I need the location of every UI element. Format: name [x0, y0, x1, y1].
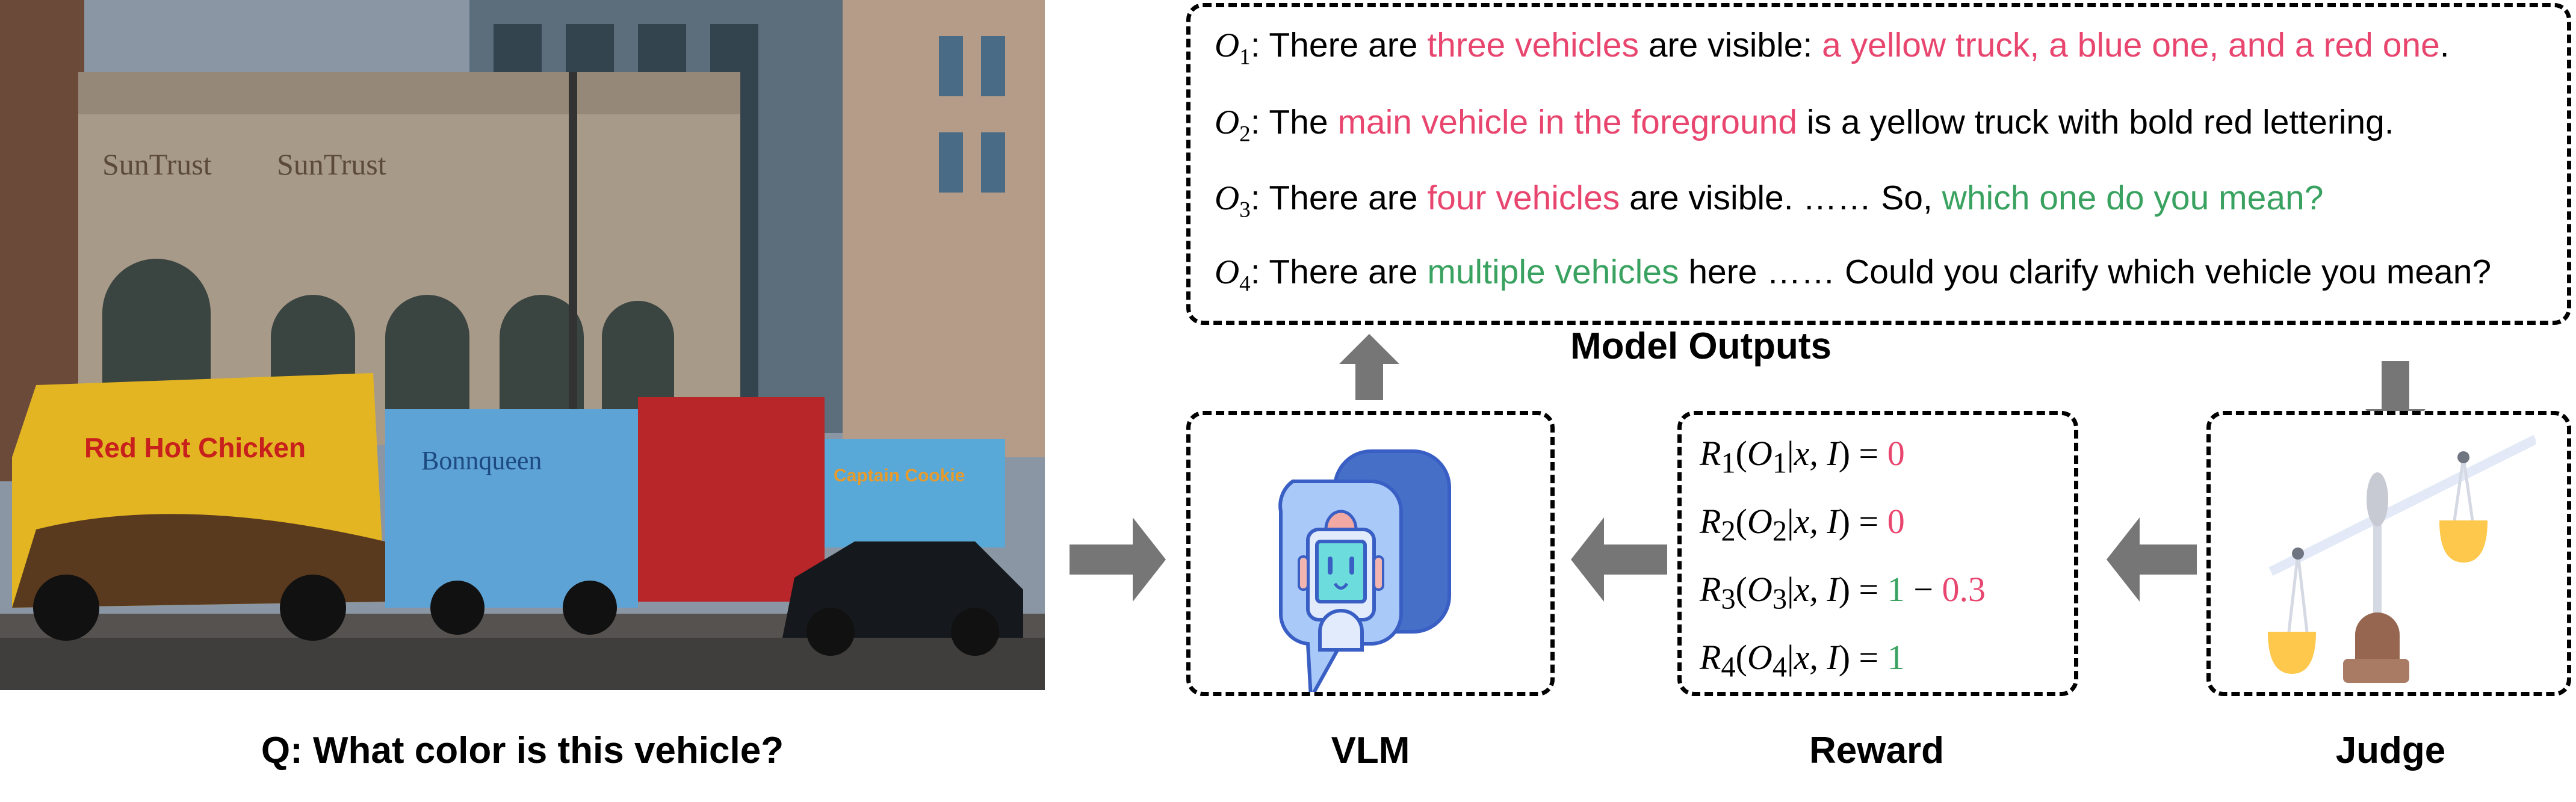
- food-trucks-image: SunTrust SunTrust Red Hot Chicken Bonnqu…: [0, 0, 1045, 690]
- reward-symbol: R: [1700, 570, 1721, 609]
- output-line: O1: There are three vehicles are visible…: [1215, 25, 2450, 70]
- output-symbol-letter: O: [1215, 253, 1240, 291]
- vlm-box: [1186, 411, 1555, 696]
- reward-index: 1: [1721, 447, 1736, 480]
- reward-symbol: R: [1700, 502, 1721, 541]
- reward-index: 2: [1721, 515, 1736, 548]
- output-symbol: O1: [1215, 26, 1251, 69]
- condition: x, I: [1794, 570, 1839, 609]
- scales-icon: [2268, 434, 2536, 683]
- judge-label: Judge: [2335, 730, 2446, 771]
- output-text-segment: : There are: [1250, 253, 1428, 291]
- reward-value: 1: [1887, 638, 1905, 677]
- reward-formula: R3(O3|x, I) = 1 − 0.3: [1700, 570, 1986, 615]
- reward-value: 0: [1887, 434, 1905, 473]
- reward-value: 1: [1887, 570, 1905, 609]
- output-text-segment: three vehicles: [1427, 26, 1639, 64]
- reward-symbol: R: [1700, 434, 1721, 473]
- output-line: O2: The main vehicle in the foreground i…: [1215, 102, 2394, 147]
- arrow-right-icon: [1070, 517, 1166, 602]
- output-symbol: O: [1747, 638, 1773, 677]
- model-outputs-box: O1: There are three vehicles are visible…: [1186, 3, 2571, 325]
- building-sign: SunTrust: [277, 147, 386, 181]
- reward-value: 0: [1887, 502, 1905, 541]
- output-text-segment: : There are: [1250, 26, 1428, 64]
- output-index: 2: [1772, 515, 1787, 548]
- output-symbol: O3: [1215, 179, 1251, 222]
- reward-box: R1(O1|x, I) = 0 R2(O2|x, I) = 0 R3(O3|x, I…: [1677, 411, 2078, 696]
- output-index: 4: [1772, 651, 1787, 683]
- arrow-left-icon: [1571, 517, 1667, 602]
- output-text-segment: is a yellow truck with bold red letterin…: [1797, 103, 2394, 141]
- output-symbol-index: 1: [1239, 45, 1251, 70]
- reward-formula: R4(O4|x, I) = 1: [1700, 638, 1905, 683]
- output-symbol: O: [1747, 502, 1773, 541]
- output-symbol-index: 4: [1239, 271, 1251, 297]
- arrow-left-icon: [2107, 517, 2197, 602]
- output-text-segment: are visible:: [1639, 26, 1822, 64]
- output-symbol: O4: [1215, 253, 1251, 296]
- output-text-segment: : The: [1250, 103, 1338, 141]
- output-symbol-index: 3: [1239, 197, 1251, 223]
- output-text-segment: .: [2439, 26, 2450, 64]
- reward-formula: R1(O1|x, I) = 0: [1700, 434, 1905, 480]
- reward-index: 3: [1721, 583, 1736, 615]
- street-photo: SunTrust SunTrust Red Hot Chicken Bonnqu…: [0, 0, 1045, 690]
- output-line: O3: There are four vehicles are visible.…: [1215, 178, 2323, 223]
- truck-lettering: Red Hot Chicken: [84, 432, 306, 463]
- output-text-segment: main vehicle in the foreground: [1337, 103, 1798, 141]
- arrow-up-icon: [1339, 334, 1399, 400]
- output-symbol-letter: O: [1215, 179, 1240, 217]
- output-symbol-letter: O: [1215, 103, 1240, 141]
- output-symbol: O: [1747, 434, 1773, 473]
- condition: x, I: [1794, 434, 1839, 473]
- output-text-segment: : There are: [1250, 179, 1428, 217]
- condition: x, I: [1794, 502, 1839, 541]
- condition: x, I: [1794, 638, 1839, 677]
- output-text-segment: a yellow truck, a blue one, and a red on…: [1822, 26, 2440, 64]
- output-text-segment: multiple vehicles: [1427, 253, 1679, 291]
- judge-box: [2206, 411, 2571, 696]
- reward-formula: R2(O2|x, I) = 0: [1700, 502, 1905, 548]
- output-symbol: O2: [1215, 103, 1251, 146]
- output-text-segment: which one do you mean?: [1942, 179, 2324, 217]
- output-symbol: O: [1747, 570, 1773, 609]
- output-symbol-letter: O: [1215, 26, 1240, 64]
- output-text-segment: are visible. …… So,: [1620, 179, 1942, 217]
- reward-value: −: [1904, 570, 1942, 609]
- building-sign: SunTrust: [102, 147, 212, 181]
- output-text-segment: here …… Could you clarify which vehicle …: [1679, 253, 2492, 291]
- output-index: 3: [1772, 583, 1787, 615]
- reward-value: 0.3: [1942, 570, 1986, 609]
- truck-lettering: Captain Cookie: [834, 466, 965, 486]
- reward-symbol: R: [1700, 638, 1721, 677]
- model-outputs-title: Model Outputs: [1570, 325, 1831, 367]
- output-index: 1: [1772, 447, 1787, 480]
- reward-index: 4: [1721, 651, 1736, 683]
- question-label: Q: What color is this vehicle?: [261, 730, 784, 771]
- vlm-label: VLM: [1331, 730, 1410, 771]
- robot-chat-icon: [1278, 449, 1451, 692]
- output-text-segment: four vehicles: [1427, 179, 1620, 217]
- output-symbol-index: 2: [1239, 122, 1251, 147]
- output-line: O4: There are multiple vehicles here …… …: [1215, 252, 2491, 297]
- reward-label: Reward: [1809, 730, 1944, 771]
- truck-lettering: Bonnqueen: [421, 446, 542, 475]
